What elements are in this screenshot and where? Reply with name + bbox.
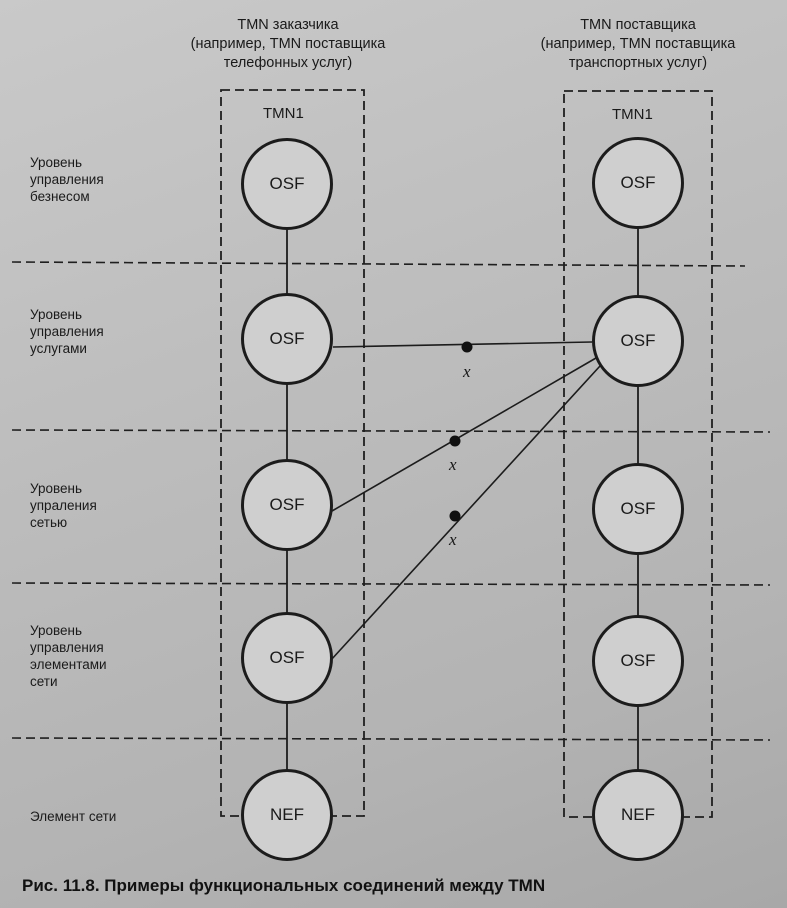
customer-element-osf-node: OSF	[241, 612, 333, 704]
supplier-tmn-header: TMN поставщика (например, TMN поставщика…	[540, 17, 736, 71]
customer-business-osf-node: OSF	[241, 138, 333, 230]
level-divider-4	[11, 737, 771, 741]
connection-dot-1	[461, 341, 473, 353]
supplier-business-osf-node: OSF	[592, 137, 684, 229]
connection-mark-3: x	[449, 530, 457, 549]
customer-service-osf-node: OSF	[241, 293, 333, 385]
customer-tmn-header: TMN заказчика (например, TMN поставщика …	[190, 17, 386, 71]
level-divider-2	[11, 429, 771, 433]
connection-dot-2	[449, 435, 461, 447]
supplier-element-osf-node: OSF	[592, 615, 684, 707]
figure-caption: Рис. 11.8. Примеры функциональных соедин…	[22, 876, 546, 895]
customer-tmn-label: TMN1	[263, 105, 304, 122]
level-divider-3	[11, 582, 771, 586]
level-label-element: Уровень управления элементами сети	[30, 623, 107, 689]
customer-nef-node: NEF	[241, 769, 333, 861]
connection-mark-2: x	[449, 455, 457, 474]
connection-mark-1: x	[463, 362, 471, 381]
supplier-network-osf-node: OSF	[592, 463, 684, 555]
element-to-service-link	[330, 365, 601, 661]
supplier-service-osf-node: OSF	[592, 295, 684, 387]
network-to-service-link	[331, 357, 597, 512]
level-label-network: Уровень упраления сетью	[30, 481, 97, 530]
level-label-service: Уровень управления услугами	[30, 307, 104, 356]
customer-network-osf-node: OSF	[241, 459, 333, 551]
supplier-tmn-label: TMN1	[612, 106, 653, 123]
level-label-network-element: Элемент сети	[30, 809, 117, 824]
connection-dot-3	[449, 510, 461, 522]
supplier-tmn-box	[563, 90, 713, 818]
level-divider-1	[11, 261, 746, 267]
supplier-nef-node: NEF	[592, 769, 684, 861]
level-label-business: Уровень управления безнесом	[30, 155, 104, 204]
